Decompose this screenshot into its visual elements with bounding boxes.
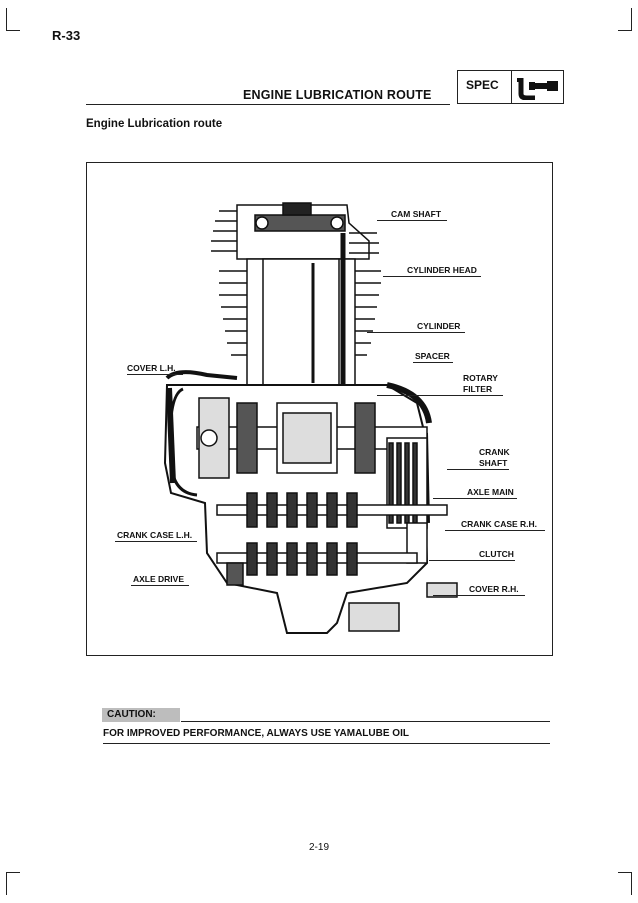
micrometer-icon xyxy=(517,78,558,100)
label-cylinder-head: CYLINDER HEAD xyxy=(407,265,477,275)
spec-badge: SPEC xyxy=(457,70,564,104)
crop-mark-bottom-left-h xyxy=(6,872,20,873)
leader-crank-shaft xyxy=(447,469,509,470)
leader-axle-drive xyxy=(131,585,189,586)
cylinder-head xyxy=(211,202,379,260)
leader-axle-main xyxy=(433,498,517,499)
engine-diagram xyxy=(163,202,458,634)
crop-mark-bottom-right xyxy=(617,873,632,895)
transmission xyxy=(216,492,458,632)
label-filter: FILTER xyxy=(463,384,493,394)
cover-lh xyxy=(168,387,198,497)
leader-rotary-filter xyxy=(377,395,503,396)
leader-cover-rh xyxy=(433,595,525,596)
crop-mark-top-right xyxy=(617,8,632,30)
label-spacer: SPACER xyxy=(415,351,450,361)
page-header-title: ENGINE LUBRICATION ROUTE xyxy=(243,88,432,102)
spec-label: SPEC xyxy=(466,78,499,92)
caution-text: FOR IMPROVED PERFORMANCE, ALWAYS USE YAM… xyxy=(103,728,409,739)
crop-mark-bottom-left xyxy=(6,873,21,895)
label-cam-shaft: CAM SHAFT xyxy=(391,209,442,219)
cylinder xyxy=(219,233,381,386)
label-rotary: ROTARY xyxy=(463,373,498,383)
leader-cylinder-head xyxy=(383,276,481,277)
leader-cam-shaft xyxy=(377,220,447,221)
caution-label: CAUTION: xyxy=(102,708,180,722)
leader-cylinder xyxy=(367,332,465,333)
label-cylinder: CYLINDER xyxy=(417,321,461,331)
leader-crank-case-rh xyxy=(445,530,545,531)
crop-mark-top-left-h xyxy=(6,30,20,31)
engine-cross-section-figure: CAM SHAFT CYLINDER HEAD CYLINDER SPACER … xyxy=(86,162,553,656)
crank-shaft xyxy=(196,397,428,479)
leader-spacer xyxy=(413,362,453,363)
crop-mark-bottom-right-h xyxy=(618,872,632,873)
header-rule xyxy=(86,104,450,105)
page-code: R-33 xyxy=(52,28,81,43)
label-cover-lh: COVER L.H. xyxy=(127,363,176,373)
caution-rule-bottom xyxy=(103,743,550,744)
crop-mark-top-left xyxy=(6,8,21,30)
label-axle-drive: AXLE DRIVE xyxy=(133,574,185,584)
label-axle-main: AXLE MAIN xyxy=(467,487,514,497)
label-clutch: CLUTCH xyxy=(479,549,514,559)
label-crank-case-lh: CRANK CASE L.H. xyxy=(117,530,193,540)
section-title: Engine Lubrication route xyxy=(86,118,223,130)
leader-crank-case-lh xyxy=(115,541,197,542)
crop-mark-top-right-h xyxy=(618,30,632,31)
label-cover-rh: COVER R.H. xyxy=(469,584,519,594)
label-crank: CRANK xyxy=(479,447,510,457)
leader-cover-lh xyxy=(127,374,183,375)
label-shaft: SHAFT xyxy=(479,458,508,468)
spec-divider xyxy=(511,71,512,103)
label-crank-case-rh: CRANK CASE R.H. xyxy=(461,519,538,529)
caution-rule-top xyxy=(181,721,550,722)
leader-clutch xyxy=(429,560,515,561)
page-number: 2-19 xyxy=(309,842,330,853)
